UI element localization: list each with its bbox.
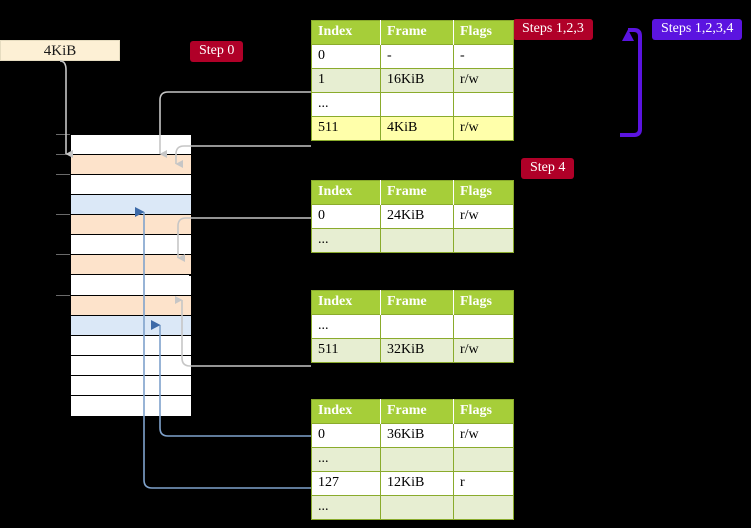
table-row[interactable]: ... (311, 495, 514, 520)
cell-flags: r/w (453, 68, 514, 93)
cell-index: 0 (311, 44, 381, 69)
cell-index: 1 (311, 68, 381, 93)
cell-index: ... (311, 314, 381, 339)
physical-memory-column (70, 134, 191, 416)
size-label-4kib: 4KiB (0, 40, 120, 61)
table-row[interactable]: ... (311, 447, 514, 472)
cell-flags: r (453, 471, 514, 496)
cell-frame (380, 92, 454, 117)
column-header-flags: Flags (453, 180, 514, 205)
cell-frame: 24KiB (380, 204, 454, 229)
cell-index: 127 (311, 471, 381, 496)
memory-frame-row (71, 195, 191, 216)
column-header-index: Index (311, 20, 381, 45)
memory-frame-row (71, 355, 191, 376)
column-header-index: Index (311, 399, 381, 424)
column-header-frame: Frame (380, 180, 454, 205)
cell-index: 0 (311, 204, 381, 229)
memory-tick (56, 294, 70, 296)
memory-frame-row (71, 155, 191, 176)
memory-tick (56, 134, 70, 135)
cell-flags (453, 447, 514, 472)
wire-pdp-entry0-to-memory (177, 217, 311, 262)
badge-steps-1-2-3: Steps 1,2,3 (513, 19, 593, 40)
memory-frame-row (71, 395, 191, 416)
memory-tick (56, 154, 70, 156)
cell-index: ... (311, 228, 381, 253)
cell-index: ... (311, 92, 381, 117)
cell-flags: r/w (453, 423, 514, 448)
memory-frame-row (71, 255, 191, 276)
wire-cr3-to-frame (59, 60, 73, 158)
badge-steps-1-2-3-4: Steps 1,2,3,4 (652, 19, 743, 40)
table-row[interactable]: ... (311, 314, 514, 339)
column-header-flags: Flags (453, 399, 514, 424)
badge-step-0: Step 0 (190, 41, 244, 62)
cell-flags (453, 228, 514, 253)
table-row[interactable]: 0-- (311, 44, 514, 69)
column-header-frame: Frame (380, 399, 454, 424)
cell-index: 0 (311, 423, 381, 448)
memory-frame-row (71, 235, 191, 256)
cell-frame (380, 495, 454, 520)
memory-frame-row (71, 135, 191, 156)
wire-pml4-entry511-to-memory (175, 145, 311, 168)
cell-frame: 12KiB (380, 471, 454, 496)
memory-frame-row (71, 175, 191, 196)
cell-flags (453, 495, 514, 520)
badge-step-4: Step 4 (521, 158, 575, 179)
cell-flags: r/w (453, 338, 514, 363)
column-header-flags: Flags (453, 20, 514, 45)
cell-index: 511 (311, 338, 381, 363)
cell-index: 511 (311, 116, 381, 141)
memory-frame-row (71, 295, 191, 316)
column-header-frame: Frame (380, 290, 454, 315)
cell-frame: 4KiB (380, 116, 454, 141)
cell-flags: r/w (453, 116, 514, 141)
memory-frame-row (71, 275, 191, 296)
memory-frame-row (71, 315, 191, 336)
memory-frame-row (71, 375, 191, 396)
cell-frame (380, 447, 454, 472)
memory-tick (56, 254, 70, 256)
memory-tick (56, 214, 70, 216)
wire-pd-entry511-to-memory (175, 296, 311, 367)
cell-frame (380, 314, 454, 339)
memory-tick (56, 174, 70, 176)
column-header-index: Index (311, 290, 381, 315)
cell-frame: - (380, 44, 454, 69)
column-header-index: Index (311, 180, 381, 205)
cell-frame: 36KiB (380, 423, 454, 448)
column-header-flags: Flags (453, 290, 514, 315)
cell-index: ... (311, 495, 381, 520)
column-header-frame: Frame (380, 20, 454, 45)
cell-frame: 32KiB (380, 338, 454, 363)
cell-flags: r/w (453, 204, 514, 229)
table-row[interactable]: ... (311, 228, 514, 253)
memory-frame-row (71, 215, 191, 236)
cell-frame (380, 228, 454, 253)
cell-flags: - (453, 44, 514, 69)
cell-flags (453, 92, 514, 117)
table-row[interactable]: ... (311, 92, 514, 117)
wire-translation-loop (620, 28, 642, 137)
memory-frame-row (71, 335, 191, 356)
cell-frame: 16KiB (380, 68, 454, 93)
cell-flags (453, 314, 514, 339)
cell-index: ... (311, 447, 381, 472)
